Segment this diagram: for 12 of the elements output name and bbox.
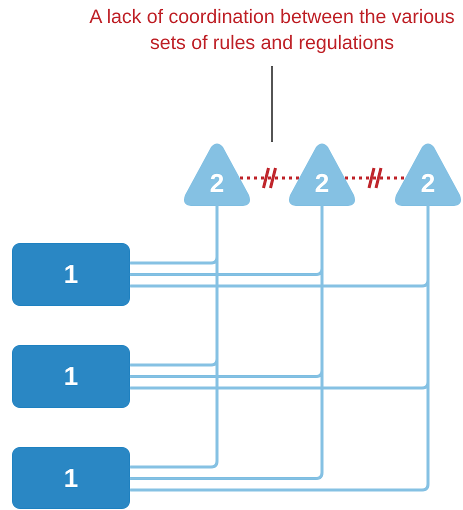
dotted-connector [240, 176, 299, 180]
triangle-node: 2 [394, 143, 462, 206]
process-box: 1 [12, 345, 130, 408]
connector-line [130, 206, 324, 480]
leader-line [271, 66, 273, 142]
process-box: 1 [12, 447, 130, 509]
connector-line [130, 206, 218, 468]
dotted-connector [345, 176, 405, 180]
triangle-node: 2 [183, 143, 251, 206]
triangle-node: 2 [288, 143, 356, 206]
annotation-text: A lack of coordination between the various sets of rules and regulations [80, 4, 463, 60]
process-box: 1 [12, 243, 130, 306]
